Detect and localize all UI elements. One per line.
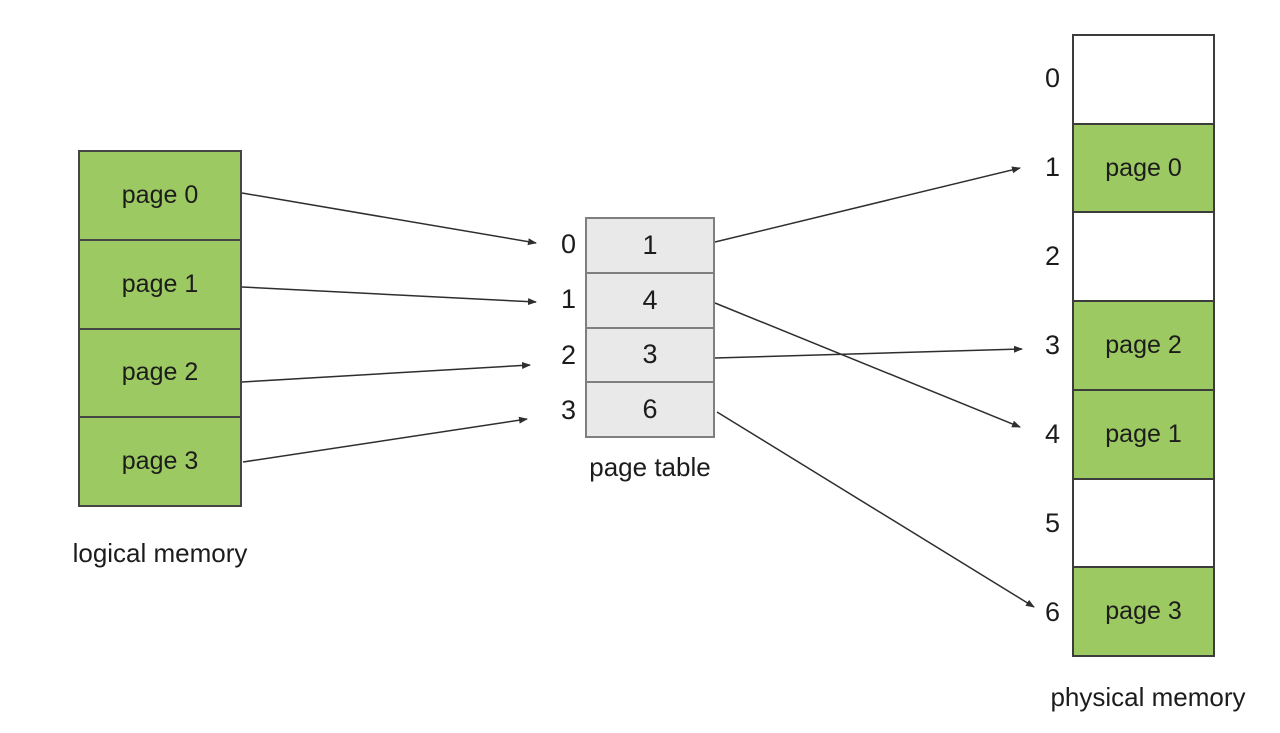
page-table-index-2: 2 [560,339,576,370]
arrow-entry1-to-frame4 [714,302,1021,428]
arrow-entry2-to-frame3 [714,345,1023,359]
physical-memory-box: page 0 page 2 page 1 page 3 [1072,34,1215,657]
arrow-entry0-to-frame1 [714,166,1021,243]
page-table-caption: page table [589,452,711,482]
frame-index-2: 2 [1044,241,1060,271]
page-table-index-1: 1 [560,284,576,315]
arrow-entry3-to-frame6 [716,411,1035,608]
page-table-entry-3: 6 [585,381,715,438]
frame-index-5: 5 [1044,508,1060,538]
arrow-page1-to-entry1 [241,286,537,306]
physical-memory-index-column: 0 1 2 3 4 5 6 [1026,34,1060,657]
frame-index-0: 0 [1044,63,1060,93]
frame-1-page0: page 0 [1074,124,1213,214]
frame-0-empty [1074,36,1213,125]
page-table-entry-2: 3 [585,326,715,384]
page-table-index-column: 0 1 2 3 [546,217,576,438]
page-table-index-3: 3 [560,394,576,425]
frame-index-6: 6 [1044,597,1060,627]
page-table-index-0: 0 [560,229,576,260]
frame-6-page3: page 3 [1074,568,1213,656]
arrow-page0-to-entry0 [241,192,537,246]
frame-4-page1: page 1 [1074,390,1213,480]
logical-memory-caption: logical memory [72,538,248,568]
arrow-page3-to-entry3 [242,416,528,463]
arrow-page2-to-entry2 [241,361,531,383]
page-table-entry-1: 4 [585,271,715,329]
frame-index-1: 1 [1044,152,1060,182]
frame-3-page2: page 2 [1074,302,1213,391]
page-table-entry-0: 1 [585,217,715,274]
logical-page-1: page 1 [80,240,240,330]
logical-memory-box: page 0 page 1 page 2 page 3 [78,150,242,507]
frame-index-3: 3 [1044,330,1060,360]
frame-5-empty [1074,479,1213,569]
physical-memory-caption: physical memory [1050,682,1246,712]
logical-page-3: page 3 [80,418,240,505]
logical-page-2: page 2 [80,329,240,419]
page-table-box: 1 4 3 6 [585,217,715,438]
frame-2-empty [1074,213,1213,303]
logical-page-0: page 0 [80,152,240,241]
frame-index-4: 4 [1044,419,1060,449]
